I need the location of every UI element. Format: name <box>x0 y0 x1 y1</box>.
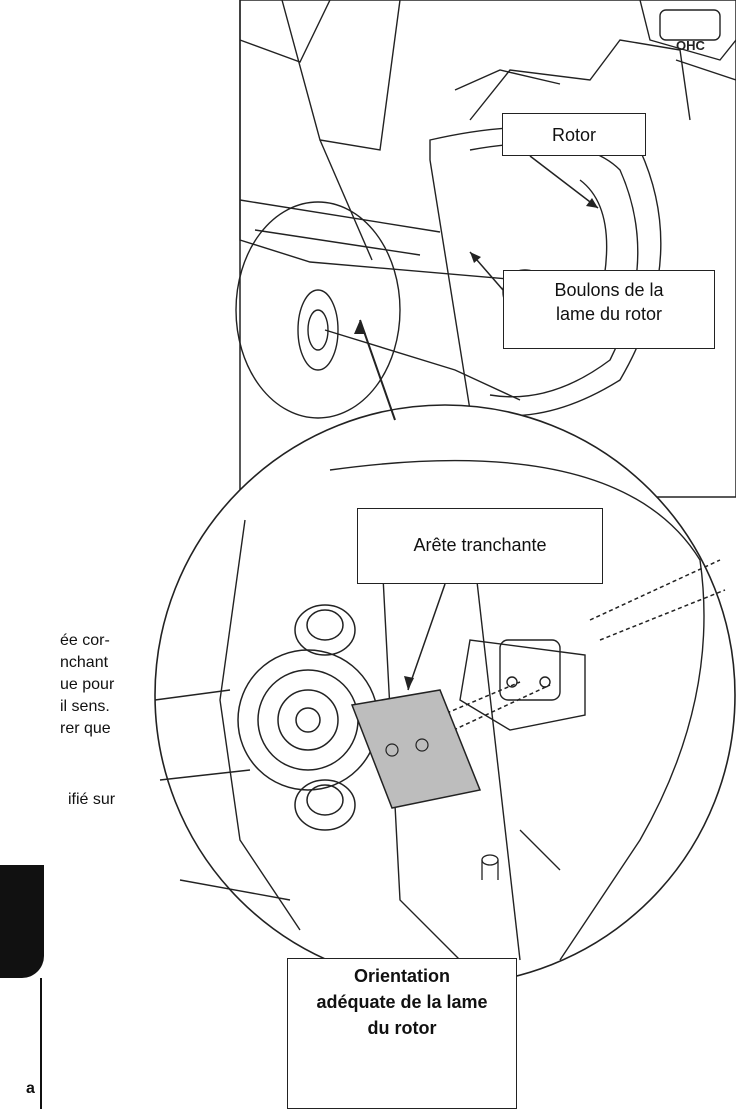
blade-orientation-caption: Orientation adéquate de la lame du rotor <box>287 958 517 1109</box>
bolts-label-line-2: lame du rotor <box>555 304 663 324</box>
rotor-label: Rotor <box>502 113 646 156</box>
side-text-line: nchant <box>60 654 109 671</box>
hopper-chute <box>239 0 521 281</box>
side-text-line: ée cor- <box>60 632 110 649</box>
side-text-line: il sens. <box>60 698 110 715</box>
blade-hole-1 <box>385 743 399 757</box>
side-text-line: rer que <box>60 720 111 737</box>
side-section-tab <box>0 865 44 978</box>
side-text-line: ifié sur <box>68 791 116 808</box>
side-text-block-1: ée cor- nchant ue pour il sens. rer que <box>60 630 114 740</box>
detail-housing <box>154 459 705 961</box>
detail-pins <box>481 829 561 880</box>
detail-pointer-head <box>354 320 366 334</box>
engine-badge: OHC <box>676 38 706 53</box>
detail-mounting-plate <box>459 639 586 731</box>
rotor-arrow <box>529 155 599 209</box>
orientation-line-3: du rotor <box>367 1018 437 1038</box>
rotor-blade <box>350 689 482 809</box>
bolts-arrowhead <box>470 252 481 263</box>
rotor-blade-bolts-label: Boulons de la lame du rotor <box>503 270 715 349</box>
side-text-block-2: ifié sur <box>68 789 115 811</box>
rotor-label-text: Rotor <box>551 125 596 145</box>
orientation-line-2: adéquate de la lame <box>316 992 488 1012</box>
axle <box>324 329 521 401</box>
orientation-line-1: Orientation <box>353 966 450 986</box>
cutting-edge-label-text: Arête tranchante <box>413 535 547 555</box>
rotor-arrowhead <box>586 198 598 208</box>
cutting-edge-label: Arête tranchante <box>357 508 603 584</box>
cutting-edge-arrowhead <box>404 676 414 690</box>
blade-hole-2 <box>415 738 429 752</box>
engine <box>639 0 736 81</box>
cutting-edge-arrow <box>407 583 446 691</box>
rotor-housing <box>429 39 691 417</box>
side-tab-divider <box>40 978 42 1109</box>
bolts-label-line-1: Boulons de la <box>554 280 664 300</box>
side-tab-letter: a <box>26 1080 35 1097</box>
detail-pointer-arrow <box>359 319 396 421</box>
wheel <box>235 201 401 419</box>
side-text-line: ue pour <box>60 676 115 693</box>
